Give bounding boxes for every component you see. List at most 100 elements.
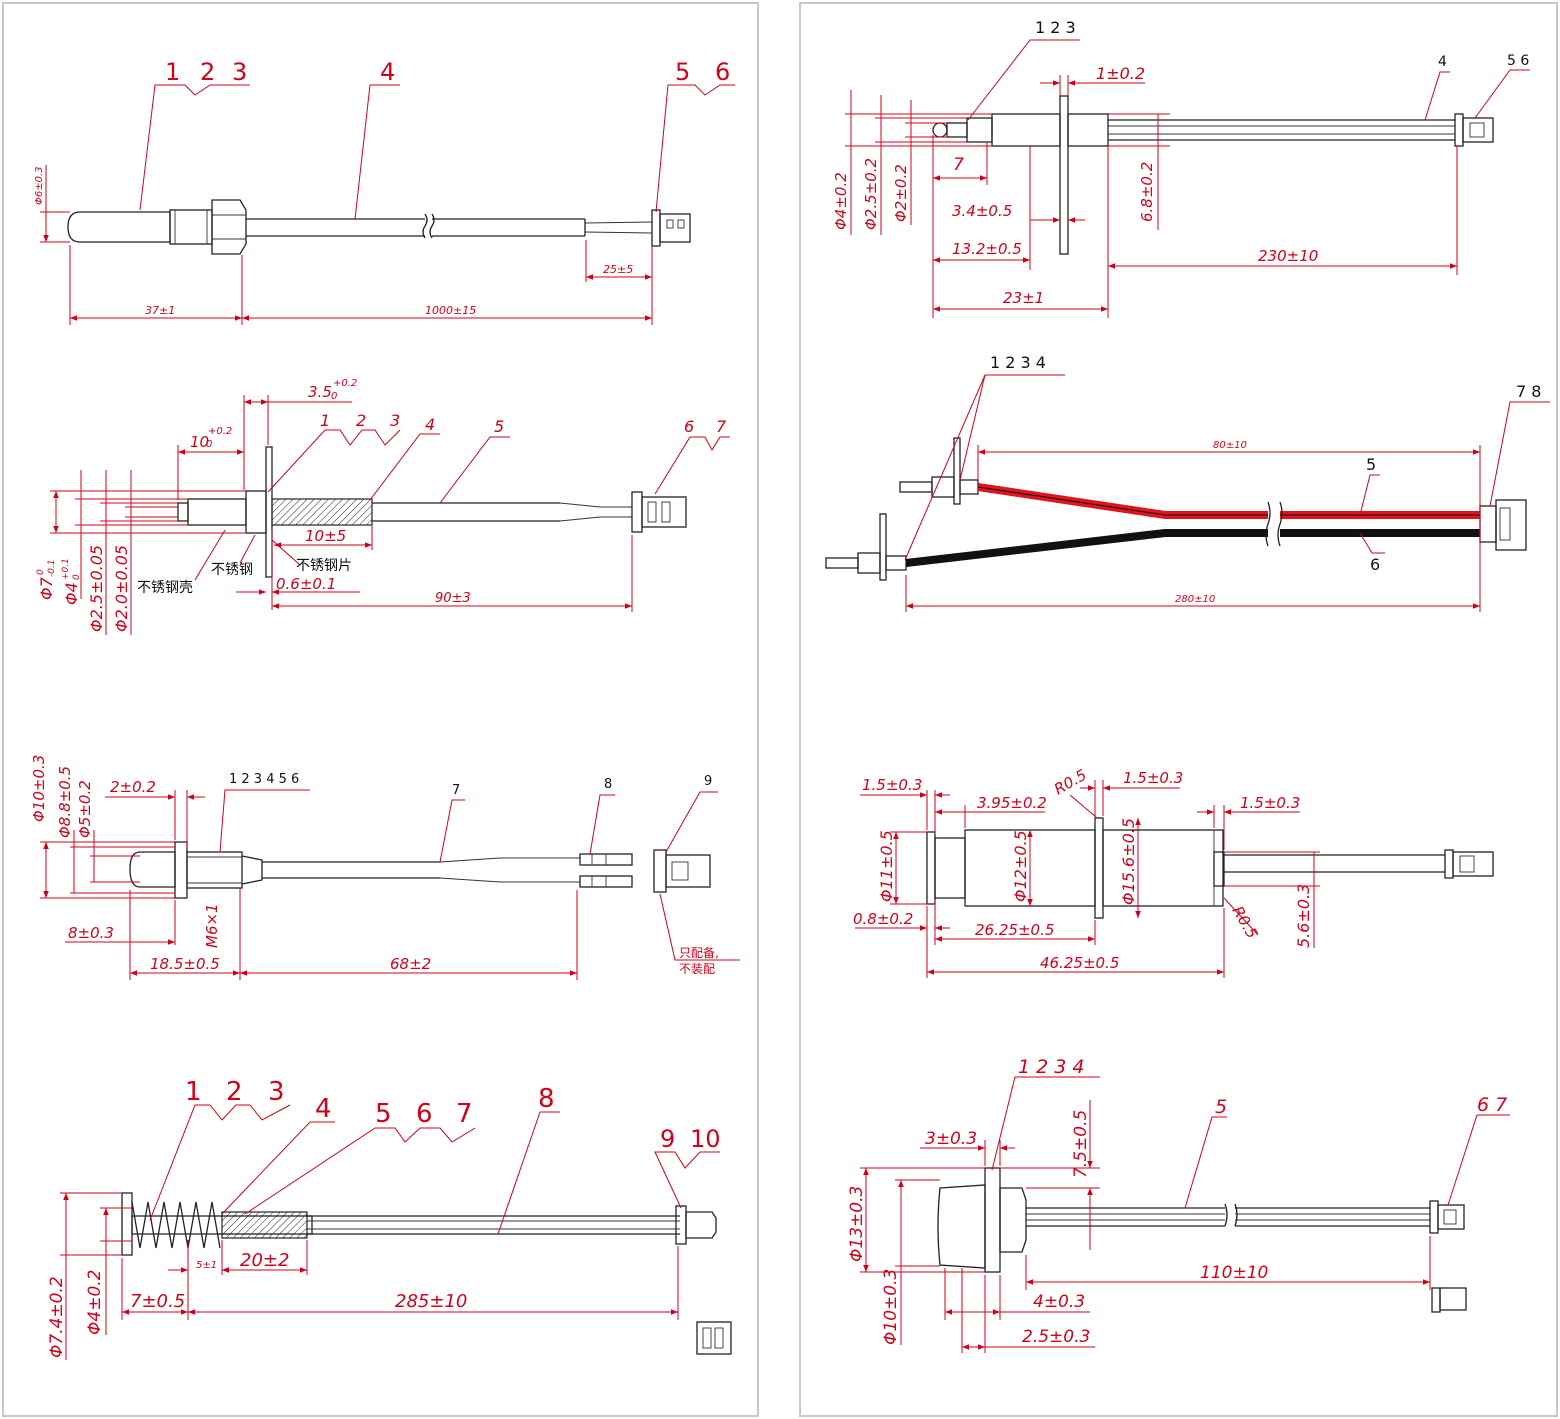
balloon-1: 1	[320, 411, 330, 430]
dim-p8-height: 7.5±0.5	[1071, 1110, 1091, 1178]
dim-p7-d11: Φ11±0.5	[877, 830, 896, 902]
dim-p5-b: 13.2±0.5	[952, 240, 1022, 258]
right-sheet-frame	[799, 2, 1558, 1417]
balloon-1-4: 1 2 3 4	[990, 353, 1046, 372]
balloon-5: 5	[675, 58, 690, 86]
balloon-10: 10	[690, 1125, 721, 1153]
dim-p7-d12: Φ12±0.5	[1011, 830, 1030, 902]
dim-p8-thickness: 3±0.3	[925, 1129, 977, 1149]
balloon-7-8: 7 8	[1516, 382, 1541, 401]
balloon-6: 6	[684, 417, 694, 436]
dim-p4-spring: 7±0.5	[130, 1291, 185, 1312]
balloon-9: 9	[704, 774, 712, 789]
dim-p7-c: 1.5±0.3	[1123, 769, 1183, 787]
dim-p7-f: 26.25±0.5	[975, 921, 1054, 939]
dim-p8-b: 2.5±0.3	[1022, 1327, 1090, 1347]
note-p2-steel: 不锈钢	[211, 562, 253, 578]
note-p2-shell: 不锈钢壳	[137, 579, 193, 596]
balloon-5: 5	[1366, 455, 1376, 474]
dim-p3-thread: M6×1	[203, 903, 221, 948]
panel-3-m6-probe: 1 2 3 4 5 6 7 8 9 Φ10±0.3 Φ8.8±0.5 Φ5±0.…	[30, 755, 740, 980]
dim-p2-flange-tol-upper: +0.2	[333, 378, 357, 389]
dim-p4-sleeve: 20±2	[240, 1250, 289, 1271]
balloon-1: 1	[185, 1077, 202, 1107]
balloon-7: 7	[452, 783, 460, 798]
dim-p7-r1: R0.5	[1051, 766, 1090, 799]
balloon-7: 7	[716, 417, 727, 436]
dim-p8-a: 4±0.3	[1033, 1292, 1085, 1312]
balloon-5-6: 5 6	[1507, 53, 1529, 69]
note-p3-line1: 只配备,	[679, 946, 719, 960]
panel-8-disc-probe: 1 2 3 4 5 6 7 3±0.3 7.5±0.5 Φ13±0.3 Φ10±…	[847, 1056, 1510, 1353]
balloon-3: 3	[390, 411, 400, 430]
dim-p5-a: 3.4±0.5	[952, 202, 1012, 220]
balloon-7: 7	[456, 1099, 473, 1129]
dim-p5-d2-5: Φ2.5±0.2	[862, 158, 880, 230]
dim-p4-gap: 5±1	[196, 1260, 217, 1271]
panel-4-spring-probe: 1 2 3 4 5 6 7 8 9 10 Φ7.4±0.2 Φ4±0.2 5±1…	[47, 1077, 732, 1360]
balloon-5: 5	[494, 417, 504, 436]
dim-p3-d5: Φ5±0.2	[76, 780, 94, 838]
balloon-1-3: 1 2 3	[1035, 18, 1076, 37]
balloon-2: 2	[356, 411, 366, 430]
note-p2-sheet: 不锈钢片	[296, 558, 352, 574]
dim-p6-short: 80±10	[1213, 440, 1247, 451]
balloon-6: 6	[715, 58, 730, 86]
dim-p2-d4-tol-lower: 0	[72, 574, 82, 580]
balloon-2: 2	[200, 58, 215, 86]
dim-p3-body: 18.5±0.5	[150, 955, 220, 973]
dim-p2-d2-5: Φ2.5±0.05	[87, 545, 106, 632]
dim-p2-d2-0: Φ2.0±0.05	[112, 545, 131, 632]
dim-p5-flange: 1±0.2	[1096, 64, 1145, 83]
dim-p1-strip-length: 25±5	[603, 263, 633, 276]
balloon-6: 6	[1370, 555, 1380, 574]
dim-p4-d7-4: Φ7.4±0.2	[47, 1276, 67, 1358]
balloon-8: 8	[538, 1084, 555, 1114]
dim-p8-d10: Φ10±0.3	[881, 1269, 901, 1345]
balloon-2: 2	[226, 1077, 243, 1107]
balloon-3: 3	[232, 58, 247, 86]
dim-p2-d7-tol-lower: -0.1	[47, 559, 57, 577]
balloon-3: 3	[268, 1077, 285, 1107]
dim-p2-tip-length: 10	[190, 433, 209, 451]
dim-p5-tip: 7	[953, 155, 964, 175]
dim-p7-height: 5.6±0.3	[1294, 884, 1313, 948]
balloon-4: 4	[425, 415, 435, 434]
left-sheet-frame	[2, 2, 759, 1417]
balloon-5: 5	[375, 1099, 392, 1129]
dim-p2-sleeve: 10±5	[305, 527, 346, 545]
dim-p7-b: 3.95±0.2	[977, 794, 1047, 812]
dim-p3-cable: 68±2	[390, 955, 431, 973]
dim-p2-d7: Φ7	[37, 576, 56, 600]
dim-p1-cable-length: 1000±15	[425, 304, 476, 317]
dim-p2-d4: Φ4	[62, 582, 81, 605]
balloon-4: 4	[315, 1094, 332, 1124]
panel-2-flange-probe: 1 2 3 4 5 6 7 3.5 +0.2 0 10 +0.2 0 Φ7 0	[36, 378, 730, 635]
dim-p4-d4: Φ4±0.2	[85, 1270, 105, 1335]
dim-p2-flange-thickness: 3.5	[308, 383, 332, 401]
dim-p2-plate: 0.6±0.1	[276, 575, 336, 593]
dim-p3-d10: Φ10±0.3	[30, 755, 48, 822]
balloon-1: 1	[165, 58, 180, 86]
dim-p2-tip-tol-upper: +0.2	[208, 426, 232, 437]
dim-p2-d7-tol-upper: 0	[36, 569, 46, 575]
dim-p5-c: 23±1	[1003, 289, 1044, 307]
dim-p2-tip-tol-lower: 0	[206, 439, 212, 450]
dim-p5-height: 6.8±0.2	[1138, 162, 1156, 222]
balloon-5: 5	[1215, 1096, 1227, 1118]
dim-p7-a: 1.5±0.3	[862, 776, 922, 794]
dim-p7-d15-6: Φ15.6±0.5	[1119, 818, 1138, 905]
dim-p8-cable: 110±10	[1200, 1263, 1268, 1283]
balloon-8: 8	[604, 777, 612, 792]
dim-p2-cable: 90±3	[435, 591, 471, 606]
dim-p5-d4: Φ4±0.2	[832, 172, 850, 230]
dim-p2-flange-tol-lower: 0	[331, 391, 337, 402]
dim-p8-d13: Φ13±0.3	[847, 1186, 867, 1262]
dim-p1-diameter: Φ6±0.3	[34, 166, 45, 205]
dim-p4-cable: 285±10	[395, 1291, 467, 1312]
dim-p5-d2: Φ2±0.2	[892, 164, 910, 222]
panel-1-threaded-probe: 1 2 3 4 5 6 Φ6±0.3 37±1 1000±15 25±5	[34, 58, 735, 325]
balloon-4: 4	[1438, 54, 1447, 70]
dim-p6-long: 280±10	[1175, 594, 1215, 605]
